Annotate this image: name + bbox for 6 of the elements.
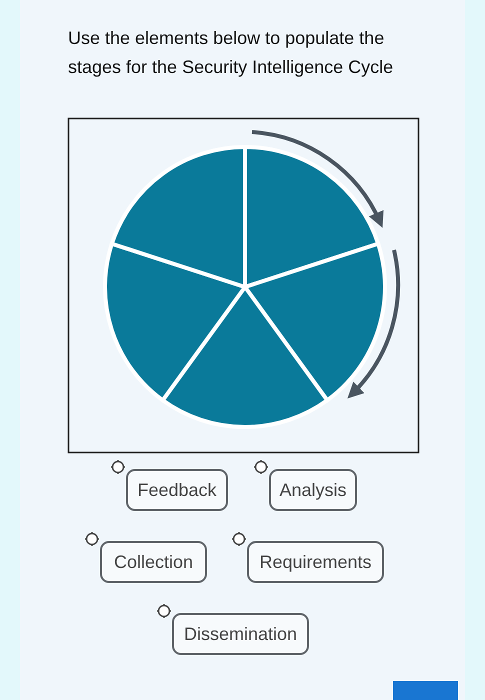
draggable-option: Analysis xyxy=(269,469,357,511)
draggable-option: Dissemination xyxy=(172,613,309,655)
draggable-option: Requirements xyxy=(247,541,384,583)
draggable-option: Feedback xyxy=(126,469,228,511)
draggable-option: Collection xyxy=(100,541,207,583)
question-text: Use the elements below to populate the stages for the Security Intelligence Cycle xyxy=(68,27,394,79)
